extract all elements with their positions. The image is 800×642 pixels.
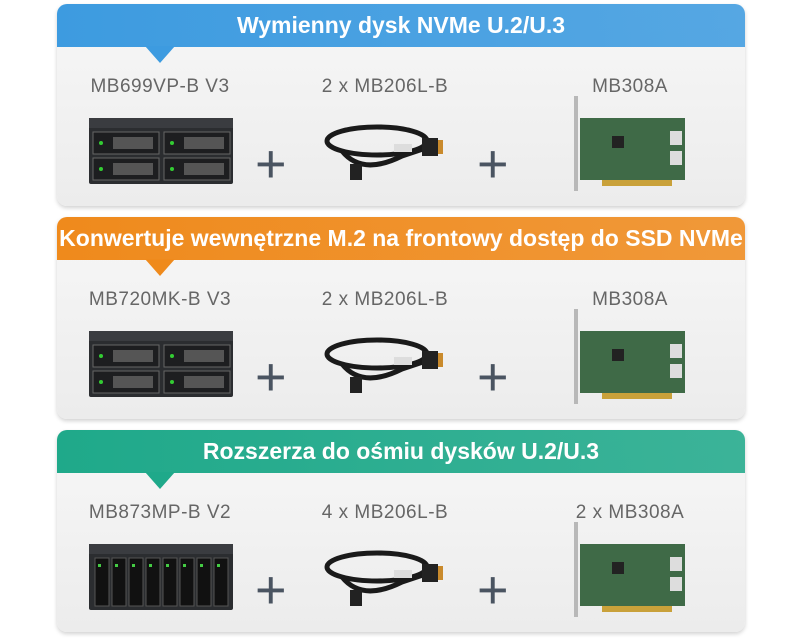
plus-icon: +: [477, 134, 509, 194]
enclosure-image: [87, 329, 237, 404]
card-header: Konwertuje wewnętrzne M.2 na frontowy do…: [57, 217, 745, 260]
plus-icon: +: [477, 560, 509, 620]
header-pointer: [145, 46, 175, 63]
cable-image: [322, 116, 452, 191]
plus-icon: +: [255, 347, 287, 407]
enclosure-label: MB699VP-B V3: [90, 76, 230, 97]
card-label: 2 x MB308A: [575, 502, 685, 523]
plus-icon: +: [255, 560, 287, 620]
pcie-card-image: [562, 96, 692, 201]
cable-label: 4 x MB206L-B: [321, 502, 449, 523]
plus-icon: +: [477, 347, 509, 407]
card-header: Wymienny dysk NVMe U.2/U.3: [57, 4, 745, 47]
pcie-card-image: [562, 309, 692, 414]
cable-image: [322, 329, 452, 404]
card-label: MB308A: [592, 76, 668, 97]
pcie-card-image: [562, 522, 692, 627]
plus-icon: +: [255, 134, 287, 194]
card-label: MB308A: [592, 289, 668, 310]
enclosure-image: [87, 542, 237, 617]
config-card: Konwertuje wewnętrzne M.2 na frontowy do…: [57, 217, 745, 419]
config-card: Rozszerza do ośmiu dysków U.2/U.3 MB873M…: [57, 430, 745, 632]
enclosure-label: MB873MP-B V2: [88, 502, 232, 523]
config-card: Wymienny dysk NVMe U.2/U.3 MB699VP-B V3 …: [57, 4, 745, 206]
cable-label: 2 x MB206L-B: [321, 76, 449, 97]
card-header: Rozszerza do ośmiu dysków U.2/U.3: [57, 430, 745, 473]
header-pointer: [145, 259, 175, 276]
header-pointer: [145, 472, 175, 489]
enclosure-label: MB720MK-B V3: [88, 289, 232, 310]
cable-label: 2 x MB206L-B: [321, 289, 449, 310]
enclosure-image: [87, 116, 237, 191]
cable-image: [322, 542, 452, 617]
